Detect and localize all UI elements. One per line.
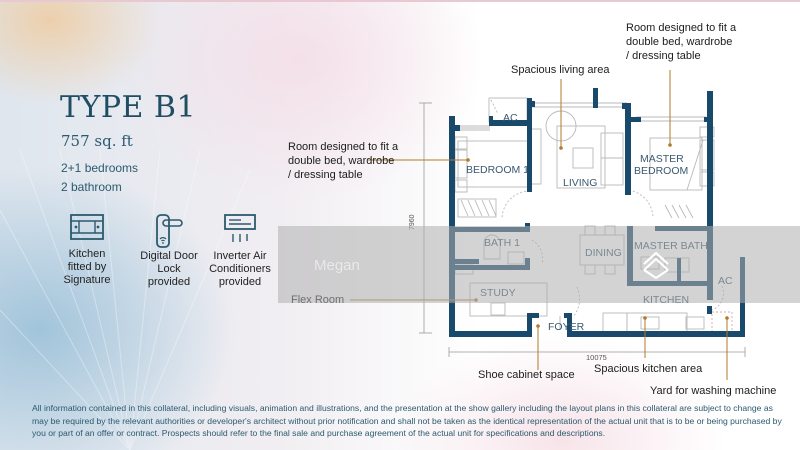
callout-kitchen: Spacious kitchen area xyxy=(594,363,703,375)
air-conditioner-icon xyxy=(224,214,256,242)
top-rule xyxy=(0,0,800,2)
bedroom-count: 2+1 bedrooms xyxy=(61,161,139,175)
watermark-text: Megan xyxy=(314,257,360,274)
stacked-chevron-logo-icon xyxy=(643,251,669,280)
callout-shoe-cabinet: Shoe cabinet space xyxy=(478,369,575,381)
feature-door-lock: Digital Door Lock provided xyxy=(129,214,209,289)
unit-area: 757 sq. ft xyxy=(61,132,133,150)
dimension-height: 7960 xyxy=(409,214,416,230)
callout-yard: Yard for washing machine xyxy=(650,385,777,397)
kitchen-cabinet-icon xyxy=(70,214,104,240)
windows xyxy=(459,102,706,131)
room-foyer: FOYER xyxy=(548,321,585,333)
dimension-width: 10075 xyxy=(586,353,607,362)
decorative-light-rays xyxy=(0,150,251,450)
room-master-bedroom-1: MASTER xyxy=(640,153,684,165)
feature-air-conditioner: Inverter Air Conditioners provided xyxy=(200,214,280,289)
room-master-bedroom-2: BEDROOM xyxy=(634,165,688,177)
feature-kitchen: Kitchen fitted by Signature xyxy=(47,214,127,287)
room-living: LIVING xyxy=(563,177,597,189)
legal-disclaimer: All information contained in this collat… xyxy=(32,403,782,438)
room-bedroom1: BEDROOM 1 xyxy=(466,164,529,176)
watermark-band xyxy=(278,226,800,303)
callout-bedroom1: Room designed to fit a double bed, wardr… xyxy=(288,141,399,181)
unit-type-title: TYPE B1 xyxy=(60,90,197,125)
bathroom-count: 2 bathroom xyxy=(61,180,122,194)
callout-master-bedroom: Room designed to fit a double bed, wardr… xyxy=(626,22,737,62)
room-ac-top: AC xyxy=(503,112,518,124)
digital-door-lock-icon xyxy=(156,214,183,248)
callout-living: Spacious living area xyxy=(511,64,610,76)
